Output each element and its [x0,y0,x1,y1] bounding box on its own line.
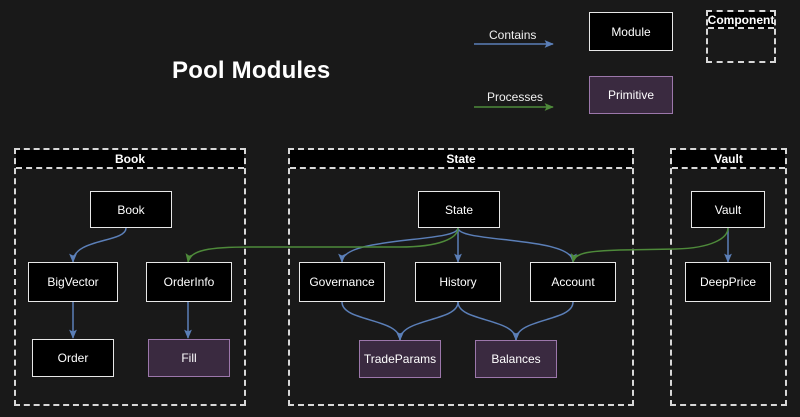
container-state-header: State [290,150,632,169]
node-governance[interactable]: Governance [299,262,385,302]
edge-vault-account [570,227,729,263]
node-state[interactable]: State [418,191,500,228]
node-history[interactable]: History [415,262,501,302]
node-account-label: Account [551,275,595,289]
legend-component-box [706,10,776,63]
legend-primitive-box: Primitive [589,76,673,114]
node-state-label: State [444,202,474,217]
node-governance-label: Governance [309,275,375,289]
node-deepprice[interactable]: DeepPrice [685,262,771,302]
node-tradeparams-label: TradeParams [363,352,437,366]
legend-processes-label: Processes [487,90,544,104]
node-vault-label: Vault [714,202,742,217]
edge-history-tradeparams [396,301,459,341]
container-vault [670,148,787,406]
node-orderinfo-label: OrderInfo [163,275,215,289]
node-bigvector[interactable]: BigVector [28,262,118,302]
container-book [14,148,246,406]
legend-component-label: Component [707,12,775,27]
node-book[interactable]: Book [90,191,172,228]
legend-primitive-label: Primitive [607,88,654,102]
edge-state-orderinfo [185,227,459,263]
node-history-label: History [439,275,477,289]
edge-state-account [457,227,577,263]
node-tradeparams[interactable]: TradeParams [359,340,441,378]
legend-contains-label: Contains [489,28,537,42]
node-balances-label: Balances [491,352,541,366]
edge-account-balances [512,301,574,341]
page-title: Pool Modules [172,57,331,84]
container-state [288,148,634,406]
container-vault-label: Vault [714,151,743,166]
legend-module-label: Module [611,24,651,39]
legend-module-box: Module [589,12,673,51]
node-bigvector-label: BigVector [47,275,99,289]
node-fill[interactable]: Fill [148,339,230,377]
edge-state-governance [338,227,459,263]
edge-book-bigvector [69,227,127,263]
node-deepprice-label: DeepPrice [699,275,757,289]
node-account[interactable]: Account [530,262,616,302]
container-state-label: State [446,151,476,166]
legend-component-header: Component [708,12,774,29]
edge-governance-tradeparams [341,301,404,341]
node-orderinfo[interactable]: OrderInfo [146,262,232,302]
node-book-label: Book [117,202,145,217]
container-book-header: Book [16,150,244,169]
node-vault[interactable]: Vault [691,191,765,228]
node-balances[interactable]: Balances [475,340,557,378]
node-fill-label: Fill [181,351,197,365]
node-order[interactable]: Order [32,339,114,377]
edge-history-balances [457,301,520,341]
container-book-label: Book [115,151,145,166]
container-vault-header: Vault [672,150,785,169]
node-order-label: Order [57,351,89,365]
